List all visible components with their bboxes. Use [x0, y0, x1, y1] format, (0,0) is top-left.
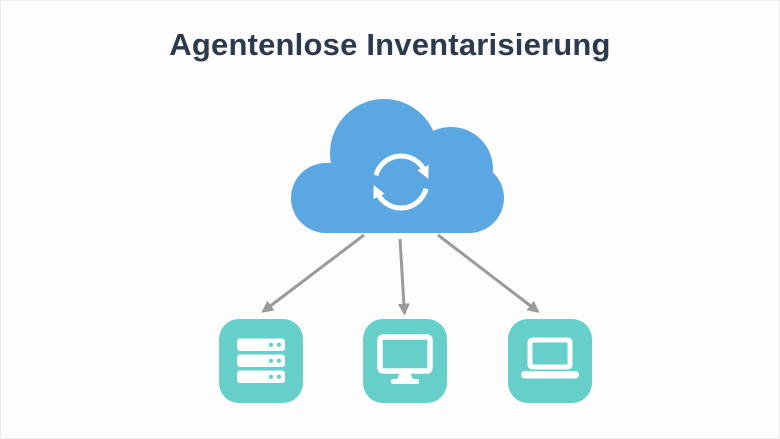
server-shelf: [237, 354, 285, 367]
node-server: [219, 319, 303, 403]
arrow-to-laptop: [437, 233, 540, 313]
cloud-shape: [291, 99, 504, 233]
page-title: Agentenlose Inventarisierung: [169, 27, 611, 62]
node-laptop: [508, 319, 592, 403]
laptop-screen: [527, 337, 573, 370]
server-led: [276, 374, 282, 379]
monitor-base: [391, 379, 419, 384]
connector-arrows: [261, 233, 540, 316]
server-led: [268, 374, 274, 379]
cloud-body: [291, 163, 504, 233]
sync-icon: [373, 153, 429, 211]
sync-arc-top: [373, 153, 429, 179]
arrow-to-desktop: [397, 238, 410, 316]
server-led: [276, 342, 282, 347]
laptop-node-box: [508, 319, 592, 403]
server-icon: [237, 338, 285, 383]
monitor-icon: [377, 334, 433, 384]
server-led: [268, 342, 274, 347]
arrow-to-server: [261, 233, 365, 313]
node-desktop: [363, 319, 447, 403]
server-led: [268, 358, 274, 363]
desktop-node-box: [363, 319, 447, 403]
sync-arc-bottom: [373, 185, 429, 211]
laptop-base: [521, 371, 579, 379]
server-led: [276, 358, 282, 363]
server-shelf: [237, 370, 285, 383]
monitor-stand: [397, 371, 413, 379]
server-shelf: [237, 338, 285, 351]
laptop-icon: [521, 337, 579, 379]
